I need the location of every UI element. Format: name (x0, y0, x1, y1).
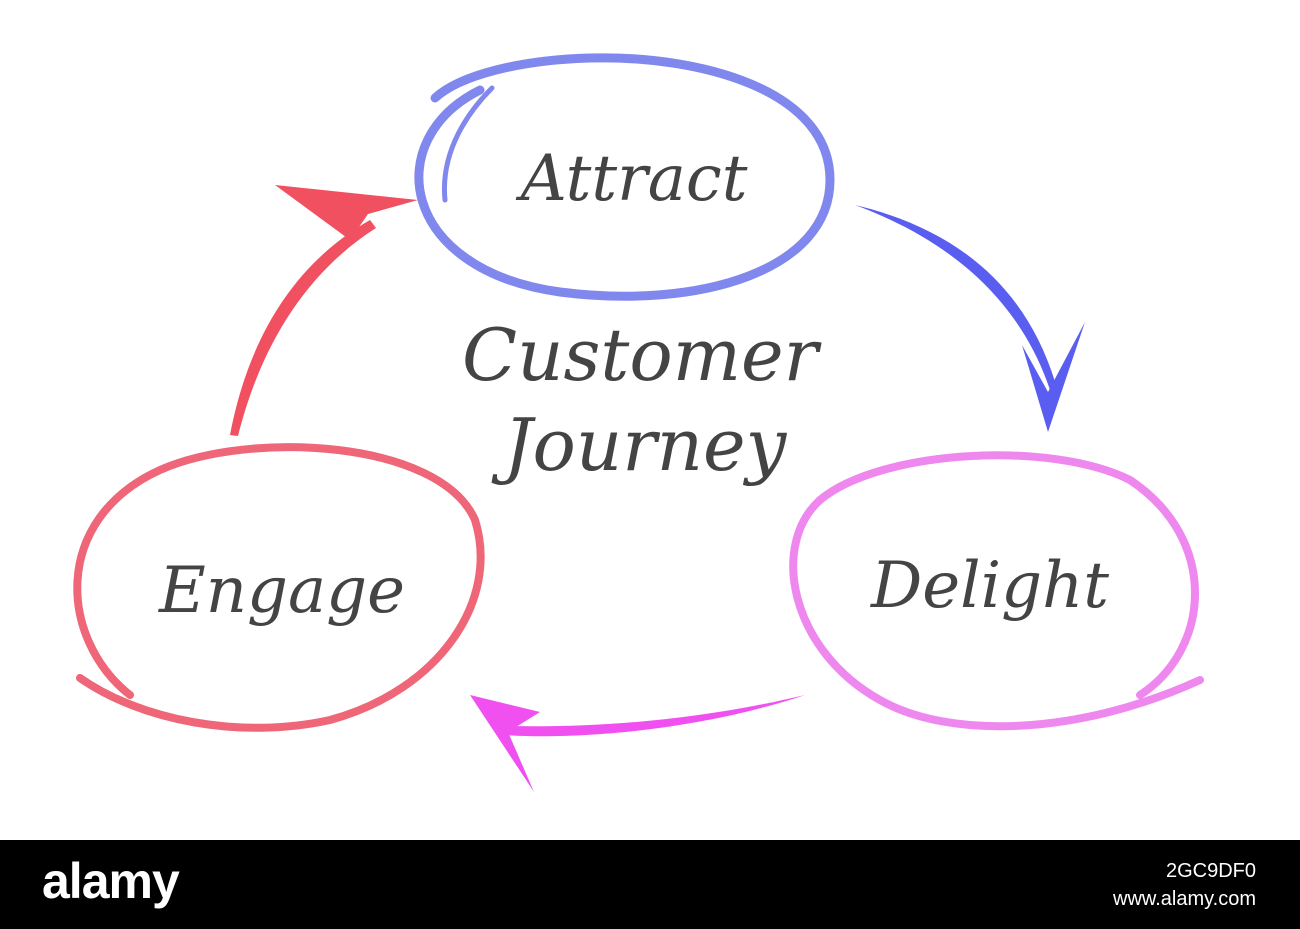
delight-ellipse (789, 451, 1204, 731)
arrow-attract-to-delight (855, 205, 1085, 432)
arrow-delight-to-engage (470, 695, 805, 792)
stock-footer-bar: alamy 2GC9DF0 www.alamy.com (0, 840, 1300, 929)
node-attract: Attract (414, 53, 835, 301)
alamy-logo: alamy (42, 853, 180, 909)
engage-label: Engage (158, 554, 405, 628)
arrow-head-magenta (470, 695, 540, 792)
engage-ellipse (73, 443, 485, 732)
delight-label: Delight (870, 549, 1109, 623)
arrow-body-red (230, 220, 376, 436)
cycle-diagram: Attract Delight Engage Customer J (73, 53, 1204, 792)
center-title-line-1: Customer (462, 313, 822, 397)
arrow-head-blue (1022, 322, 1085, 432)
node-engage: Engage (73, 443, 485, 732)
center-title-line-2: Journey (491, 403, 788, 487)
arrow-body-blue (855, 205, 1058, 392)
attract-ellipse (414, 53, 835, 301)
arrow-body-magenta (505, 695, 805, 737)
site-url-label: www.alamy.com (1113, 888, 1256, 910)
image-id-label: 2GC9DF0 (1165, 860, 1256, 882)
node-delight: Delight (789, 451, 1204, 731)
attract-label: Attract (516, 142, 748, 216)
arrow-engage-to-attract (230, 185, 418, 436)
arrow-head-red (275, 185, 418, 240)
attract-ellipse-tail (441, 85, 495, 203)
